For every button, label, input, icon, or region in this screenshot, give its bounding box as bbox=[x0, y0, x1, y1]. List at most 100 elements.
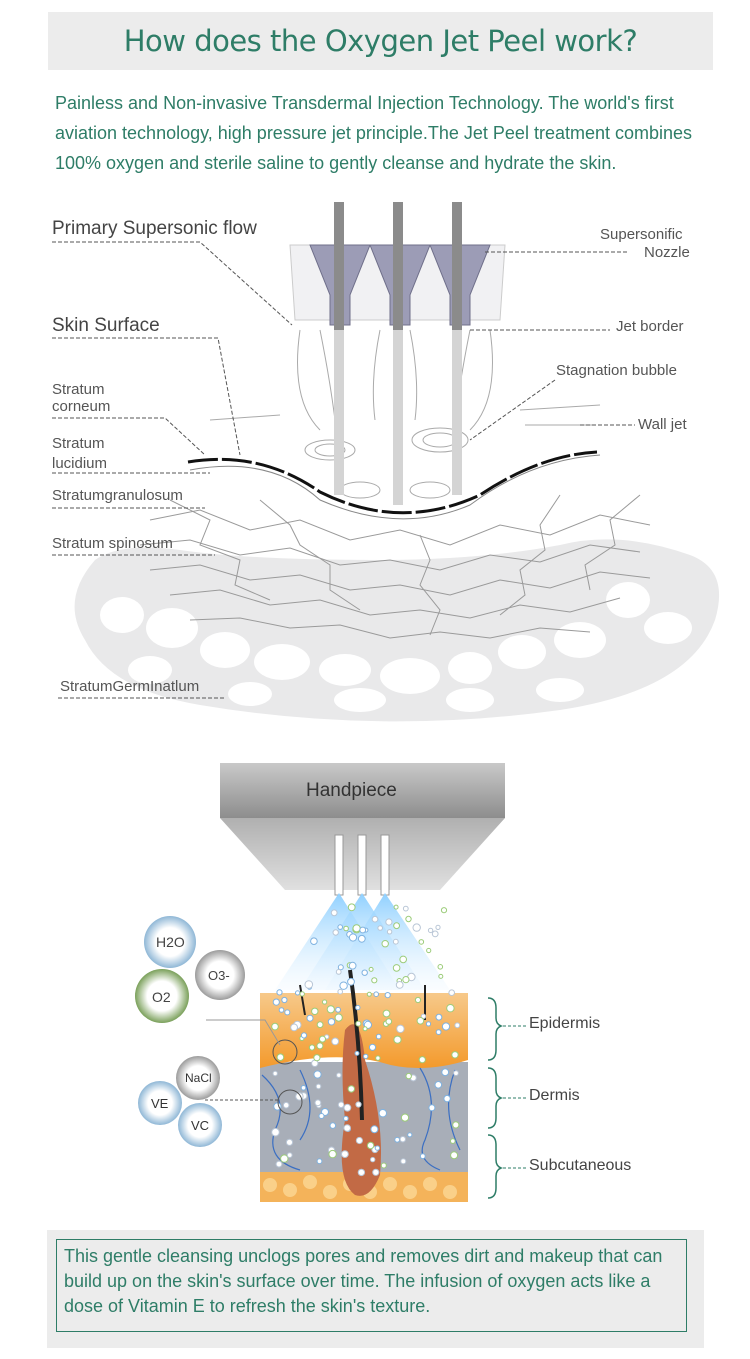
label-spinosum: Stratum spinosum bbox=[52, 535, 173, 552]
particle-dot bbox=[330, 909, 338, 917]
particle-dot bbox=[337, 964, 344, 971]
particle-dot bbox=[438, 973, 444, 979]
particle-dot bbox=[450, 1151, 459, 1160]
particle-dot bbox=[336, 1072, 342, 1078]
particle-dot bbox=[435, 1013, 443, 1021]
particle-dot bbox=[448, 989, 456, 997]
particle-dot bbox=[337, 1101, 345, 1109]
particle-dot bbox=[399, 955, 408, 964]
particle-dot bbox=[362, 1026, 368, 1032]
particle-dot bbox=[359, 926, 367, 934]
layer-braces bbox=[487, 997, 504, 1199]
particle-dot bbox=[373, 991, 380, 998]
particle-dot bbox=[327, 1018, 336, 1026]
particle-dot bbox=[380, 1162, 387, 1169]
particle-dot bbox=[450, 1138, 456, 1144]
particle-dot bbox=[435, 1029, 442, 1035]
label-jet-border: Jet border bbox=[616, 318, 684, 335]
particle-dot bbox=[435, 924, 441, 931]
footer-box: This gentle cleansing unclogs pores and … bbox=[47, 1230, 704, 1348]
particle-dot bbox=[275, 1160, 283, 1168]
particle-dot bbox=[343, 1115, 349, 1122]
particle-dot bbox=[400, 1158, 407, 1165]
particle-dot bbox=[440, 907, 448, 914]
particle-dot bbox=[316, 1021, 324, 1029]
particle-dot bbox=[371, 977, 378, 984]
particle-dot bbox=[372, 1168, 380, 1176]
particle-dot bbox=[299, 991, 305, 997]
label-corneum-line1: Stratum bbox=[52, 381, 105, 398]
o2-molecule bbox=[135, 969, 189, 1023]
particle-dot bbox=[453, 1070, 459, 1076]
h2o-label: H2O bbox=[156, 934, 185, 950]
particle-dot bbox=[332, 929, 339, 936]
particle-dot bbox=[382, 1009, 391, 1018]
particle-dot bbox=[412, 923, 421, 932]
particle-dot bbox=[352, 924, 361, 933]
particle-dot bbox=[416, 1017, 425, 1025]
footer-border: This gentle cleansing unclogs pores and … bbox=[56, 1239, 687, 1332]
particles bbox=[271, 903, 461, 1177]
particle-dot bbox=[326, 1005, 335, 1014]
hair-shaft bbox=[348, 969, 364, 1121]
particle-dot bbox=[328, 1149, 337, 1159]
particle-dot bbox=[278, 1007, 285, 1013]
particle-dot bbox=[420, 1013, 427, 1019]
particle-dot bbox=[272, 998, 280, 1006]
particle-dot bbox=[347, 1085, 355, 1093]
particle-dot bbox=[337, 988, 344, 995]
particle-dot bbox=[316, 1158, 323, 1165]
particle-dot bbox=[377, 925, 384, 931]
o3-molecule bbox=[195, 950, 245, 1000]
particle-dot bbox=[452, 1121, 460, 1129]
zoom-circle-dermis bbox=[277, 1089, 303, 1115]
particle-dot bbox=[290, 1023, 299, 1032]
particle-dot bbox=[300, 1032, 308, 1039]
particle-dot bbox=[393, 904, 399, 910]
particle-dot bbox=[385, 918, 393, 926]
particle-dot bbox=[378, 1109, 387, 1118]
ve-label: VE bbox=[151, 1096, 169, 1111]
particle-dot bbox=[347, 903, 356, 912]
particle-dot bbox=[418, 939, 425, 945]
particle-dot bbox=[271, 1127, 280, 1137]
h2o-molecule bbox=[144, 916, 196, 968]
label-lucidium-line1: Stratum bbox=[52, 435, 105, 452]
particle-dot bbox=[272, 1070, 278, 1077]
particle-dot bbox=[355, 1020, 362, 1027]
particle-dot bbox=[284, 1009, 291, 1016]
particle-dot bbox=[441, 1022, 451, 1031]
particle-dot bbox=[313, 1070, 322, 1079]
particle-dot bbox=[399, 1136, 406, 1143]
particle-dot bbox=[316, 1042, 324, 1050]
particle-dot bbox=[386, 929, 393, 935]
particle-dot bbox=[308, 1044, 316, 1051]
particle-dot bbox=[339, 981, 348, 990]
o2-label: O2 bbox=[152, 989, 171, 1005]
particle-dot bbox=[419, 1153, 426, 1160]
particle-dot bbox=[343, 925, 349, 932]
particle-dot bbox=[337, 924, 344, 930]
particle-dot bbox=[341, 1150, 349, 1158]
particle-dot bbox=[437, 964, 444, 970]
particle-dot bbox=[357, 934, 366, 943]
skin-surface-line bbox=[187, 450, 598, 515]
particle-dot bbox=[282, 1101, 290, 1109]
particle-dot bbox=[400, 1113, 410, 1122]
label-nozzle-line2: Nozzle bbox=[644, 244, 690, 261]
vc-molecule bbox=[178, 1103, 222, 1147]
label-wall-jet: Wall jet bbox=[638, 416, 687, 433]
particle-dot bbox=[428, 1104, 436, 1112]
particle-dot bbox=[368, 966, 374, 972]
handpiece-body bbox=[220, 763, 505, 818]
particle-dot bbox=[363, 1053, 369, 1060]
granulosum-curve bbox=[189, 454, 601, 520]
handpiece-tubes bbox=[334, 834, 390, 896]
label-corneum-line2: corneum bbox=[52, 398, 111, 415]
o3-label: O3- bbox=[208, 968, 230, 983]
particle-dot bbox=[271, 1022, 279, 1031]
particle-dot bbox=[355, 1101, 362, 1108]
particle-dot bbox=[405, 1072, 412, 1080]
particle-dot bbox=[427, 927, 434, 934]
